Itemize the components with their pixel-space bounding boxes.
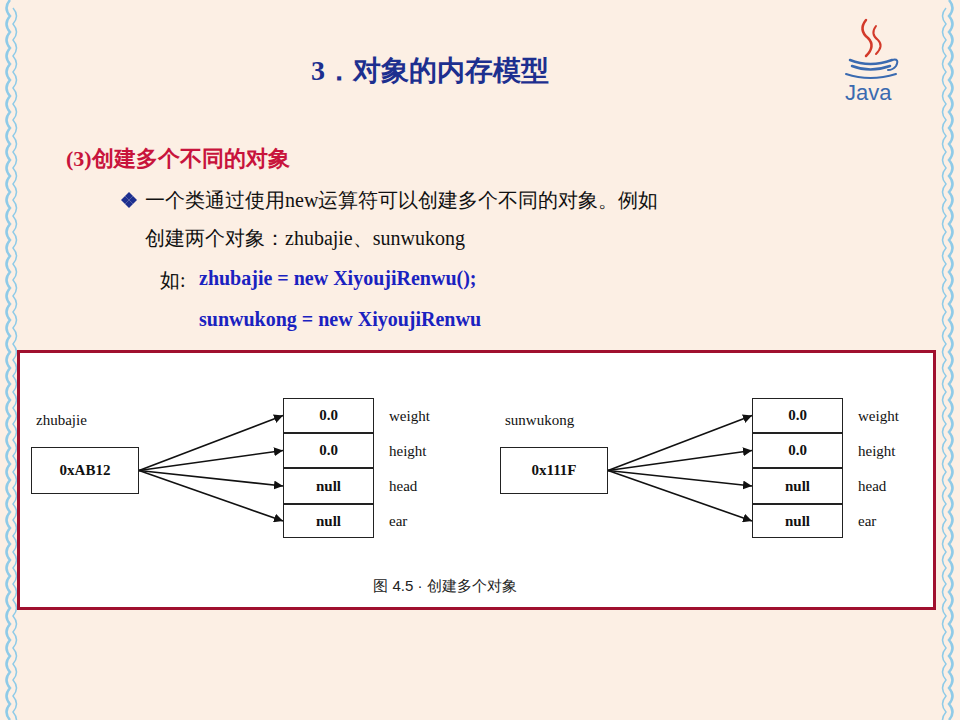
field-cell: 0.0weight xyxy=(283,398,374,433)
reference-arrow xyxy=(139,451,283,471)
reference-arrow xyxy=(608,471,752,522)
code-prefix: 如: xyxy=(160,267,186,294)
figure-caption: 图 4.5 · 创建多个对象 xyxy=(300,577,590,596)
field-cell: nullear xyxy=(752,504,843,538)
reference-box: sunwukong0x111F xyxy=(500,447,608,494)
field-value: null xyxy=(316,513,341,530)
reference-box: zhubajie0xAB12 xyxy=(31,447,139,494)
reference-arrow xyxy=(608,471,752,487)
field-cell: nullhead xyxy=(752,468,843,504)
field-name: height xyxy=(858,442,896,459)
variable-name: sunwukong xyxy=(505,412,574,429)
address-value: 0xAB12 xyxy=(60,462,111,479)
field-name: weight xyxy=(389,407,430,424)
logo-text: Java xyxy=(845,80,891,106)
field-name: head xyxy=(858,478,886,495)
field-name: ear xyxy=(858,513,876,530)
bullet-symbol xyxy=(121,192,137,208)
code-line: sunwukong = new XiyoujiRenwu xyxy=(199,308,481,331)
field-cell: nullear xyxy=(283,504,374,538)
wavy-border xyxy=(7,0,953,720)
field-name: weight xyxy=(858,407,899,424)
code-line: zhubajie = new XiyoujiRenwu(); xyxy=(199,267,477,290)
body-text: 创建两个对象：zhubajie、sunwukong xyxy=(145,225,465,252)
field-cell: 0.0weight xyxy=(752,398,843,433)
section-heading: (3)创建多个不同的对象 xyxy=(66,144,290,174)
field-value: null xyxy=(785,513,810,530)
address-value: 0x111F xyxy=(531,462,576,479)
field-value: 0.0 xyxy=(788,407,807,424)
field-cell: 0.0height xyxy=(752,433,843,468)
field-value: 0.0 xyxy=(319,407,338,424)
field-name: height xyxy=(389,442,427,459)
body-text: 一个类通过使用new运算符可以创建多个不同的对象。例如 xyxy=(145,187,658,214)
field-value: 0.0 xyxy=(788,442,807,459)
java-logo xyxy=(846,20,897,78)
reference-arrow xyxy=(139,416,283,471)
variable-name: zhubajie xyxy=(36,412,87,429)
field-cell: nullhead xyxy=(283,468,374,504)
slide-title: 3．对象的内存模型 xyxy=(0,52,860,90)
field-value: 0.0 xyxy=(319,442,338,459)
field-value: null xyxy=(316,478,341,495)
field-value: null xyxy=(785,478,810,495)
field-name: ear xyxy=(389,513,407,530)
field-name: head xyxy=(389,478,417,495)
reference-arrow xyxy=(608,416,752,471)
reference-arrow xyxy=(139,471,283,487)
reference-arrow xyxy=(608,451,752,471)
reference-arrow xyxy=(139,471,283,522)
field-cell: 0.0height xyxy=(283,433,374,468)
